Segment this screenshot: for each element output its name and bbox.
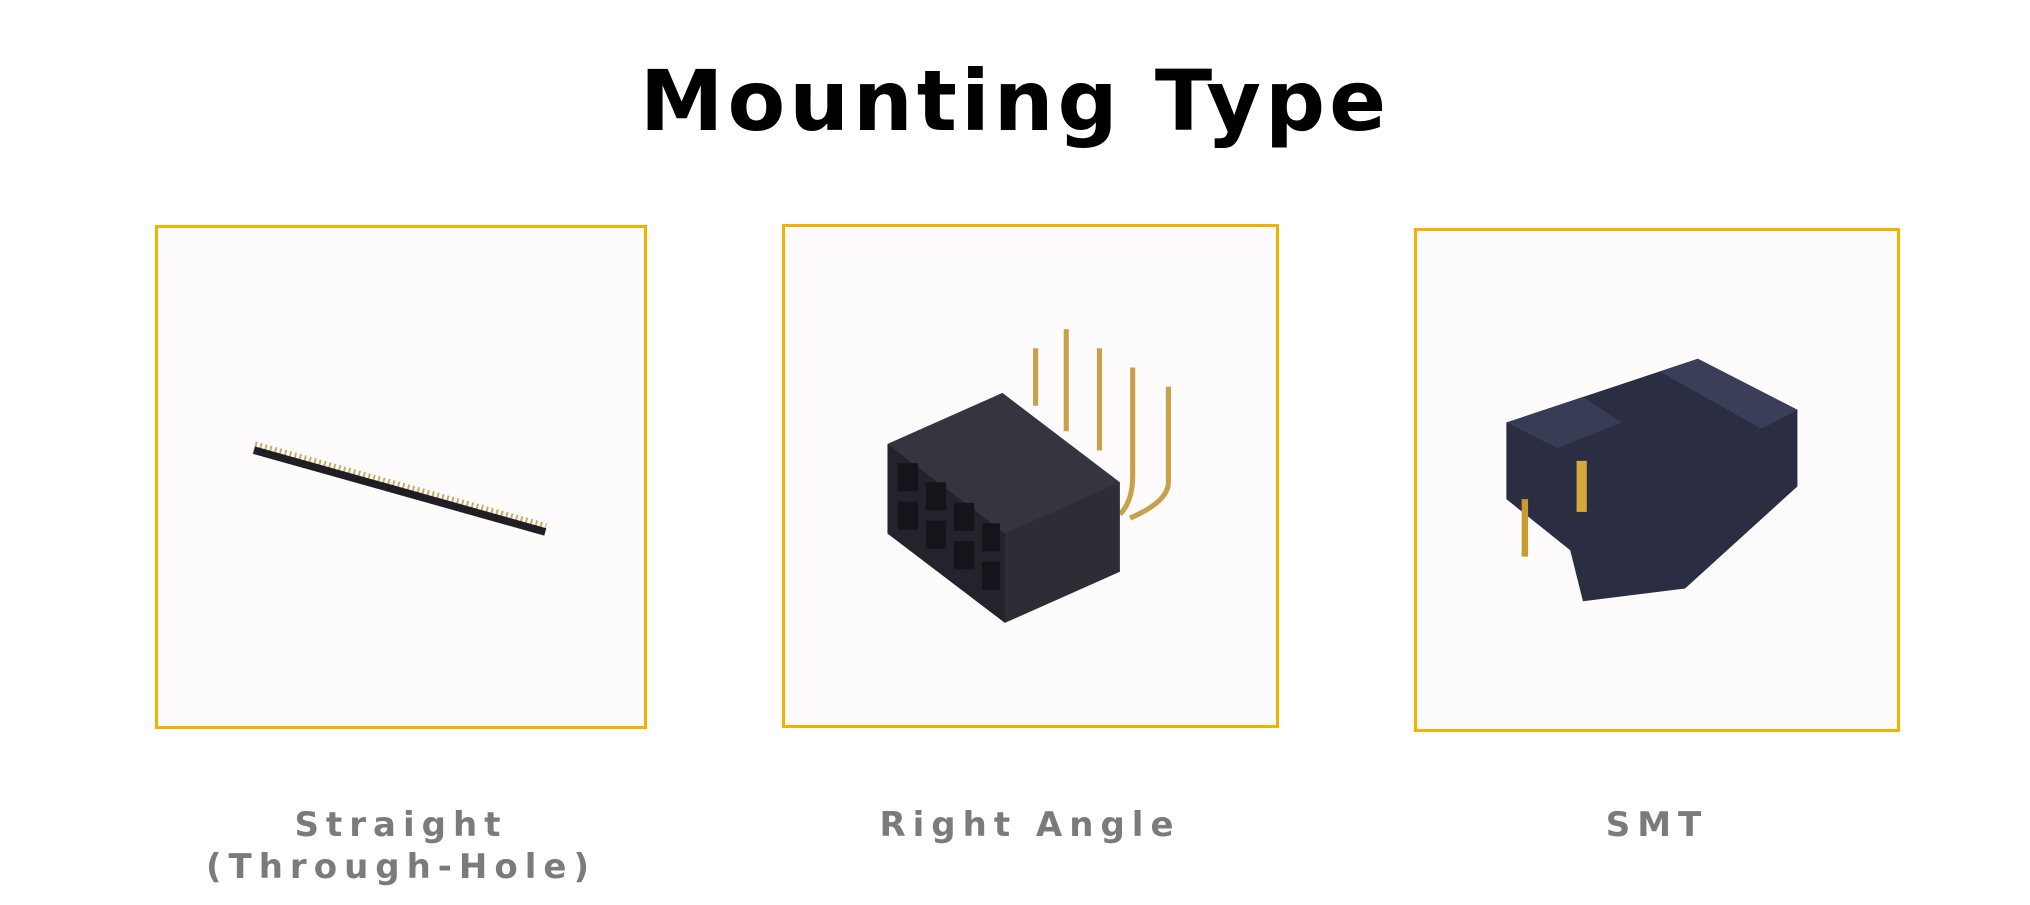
label-smt: SMT [1605, 805, 1709, 845]
product-card-straight[interactable] [155, 225, 647, 729]
right-angle-header-image [887, 329, 1171, 623]
page-title: Mounting Type [639, 52, 1391, 150]
label-straight-subtitle: (Through-Hole) [206, 847, 596, 887]
straight-pin-header-image [252, 441, 548, 536]
label-straight: Straight (Through-Hole) [141, 804, 661, 888]
product-card-right-angle[interactable] [782, 224, 1279, 728]
smt-connector-image [1506, 358, 1798, 602]
product-card-smt[interactable] [1414, 228, 1900, 732]
label-right-angle: Right Angle [879, 805, 1181, 845]
label-straight-title: Straight [294, 805, 508, 845]
